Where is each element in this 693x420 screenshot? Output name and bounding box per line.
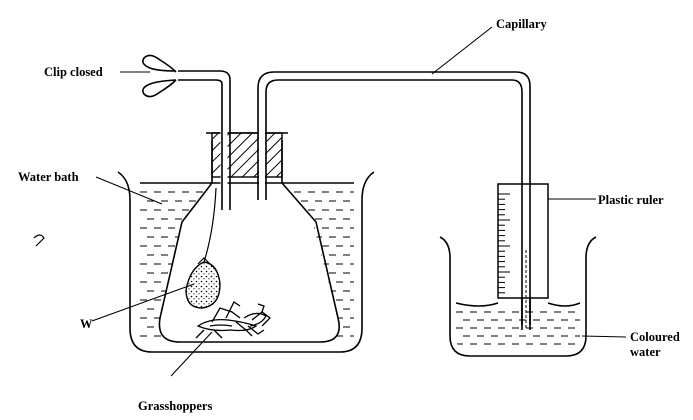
label-grasshoppers: Grasshoppers (138, 399, 212, 413)
beaker (439, 236, 597, 357)
ruler-ticks (498, 193, 510, 294)
conical-flask (158, 132, 340, 343)
stray-mark (33, 234, 45, 247)
capillary-in-ruler (521, 184, 531, 330)
label-coloured: Coloured (630, 330, 680, 344)
coloured-water-dashes (456, 311, 580, 345)
label-capillary: Capillary (496, 17, 547, 31)
grasshoppers-icon (195, 301, 271, 339)
label-water-bath: Water bath (18, 170, 79, 184)
leader-lines (91, 26, 627, 377)
water-bath (117, 171, 375, 353)
label-plastic-ruler: Plastic ruler (598, 193, 664, 207)
clip-icon (142, 54, 177, 98)
tubes (176, 70, 531, 325)
label-w: W (80, 317, 93, 331)
plastic-ruler (497, 183, 549, 299)
label-water: water (630, 345, 661, 359)
label-clip-closed: Clip closed (44, 65, 103, 79)
bag-w (185, 187, 221, 309)
